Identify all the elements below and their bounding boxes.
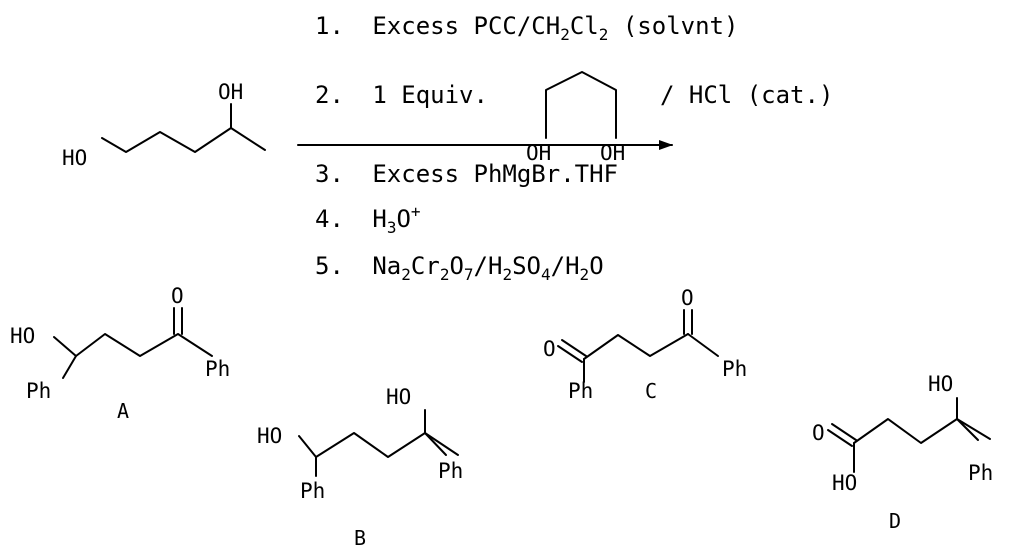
b-ph2-bond [424,432,447,456]
b-ph2-label: Ph [438,459,463,483]
d-ph-bond [956,418,979,441]
d-ho1-label: HO [832,471,857,495]
b-ho1-label: HO [257,424,282,448]
answer-b: HO Ph HO Ph B [257,385,463,545]
sm-oh-label: OH [218,80,243,104]
b-ph1-label: Ph [300,479,325,503]
d-label: D [889,509,901,533]
c-chain [583,333,689,360]
d-o-label: O [812,421,825,445]
c-ph2-label: Ph [722,357,747,381]
c-co1-bond-1 [557,345,583,363]
reaction-conditions: 1. Excess PCC/CH2Cl2 (solvnt) 2. 1 Equiv… [315,12,833,284]
a-ph1-label: Ph [26,379,51,403]
b-label: B [354,526,366,545]
d-co-bond-2 [831,423,857,441]
d-co-bond-1 [827,429,853,447]
a-o-label: O [171,284,184,308]
propanediol-structure: OH OH [526,71,625,165]
step-4: 4. H3O+ [315,202,421,237]
answer-c: O Ph O Ph C [543,286,747,403]
c-ph2-bond [687,333,719,357]
c-o2-label: O [681,286,694,310]
starting-material: OH HO [62,80,266,170]
sm-chain [101,127,266,153]
step-2: 2. 1 Equiv. [315,81,488,109]
a-chain [53,333,213,357]
a-ho-label: HO [10,324,35,348]
c-o1-label: O [543,337,556,361]
step-3: 3. Excess PhMgBr.THF [315,160,618,188]
step-1: 1. Excess PCC/CH2Cl2 (solvnt) [315,12,738,44]
propanediol-chain [545,71,617,139]
b-chain [298,432,459,458]
d-chain [853,418,991,444]
c-label: C [645,379,657,403]
sm-ho-label: HO [62,146,87,170]
answer-d: O HO HO Ph D [812,372,993,533]
a-ph1-bond [62,355,77,379]
step-2-catalyst: / HCl (cat.) [660,81,833,109]
a-label: A [117,399,129,423]
answer-a: HO Ph O Ph A [10,284,230,423]
d-ph-label: Ph [968,461,993,485]
d-ho2-label: HO [928,372,953,396]
step-5: 5. Na2Cr2O7/H2SO4/H2O [315,252,604,284]
c-co1-bond-2 [561,339,587,357]
a-ph2-label: Ph [205,357,230,381]
c-ph1-label: Ph [568,379,593,403]
b-ho2-label: HO [386,385,411,409]
